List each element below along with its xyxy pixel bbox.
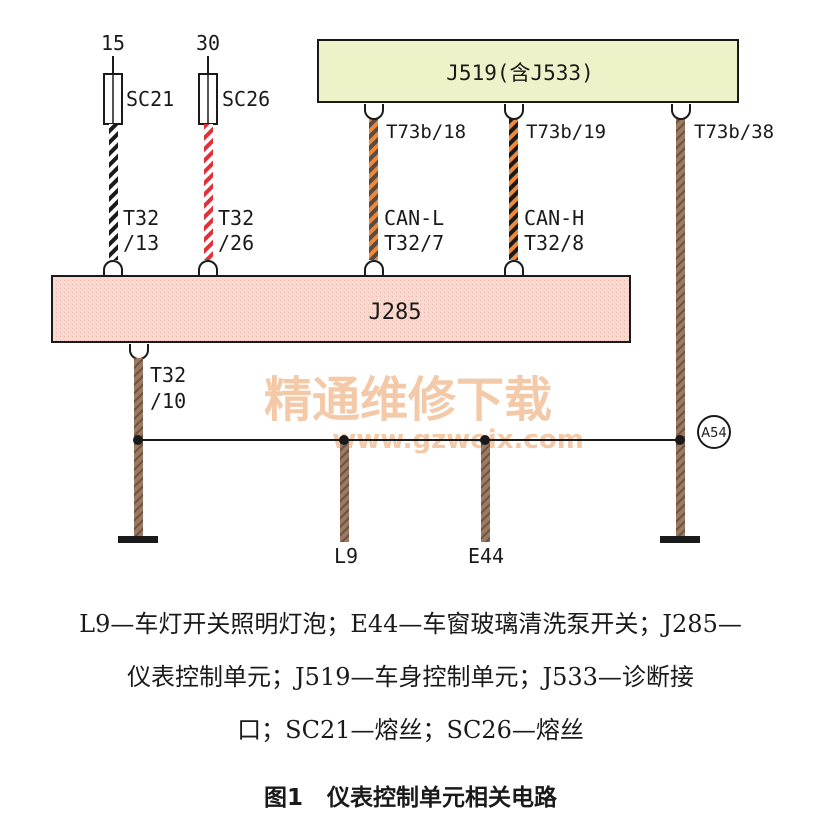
figure-number: 图1 — [263, 785, 303, 811]
fuse-sc26-label: SC26 — [222, 87, 270, 111]
module-j285-label: J285 — [369, 300, 422, 325]
pin-label-t32-10-b: /10 — [150, 389, 186, 413]
wire-sc26-red-white — [204, 124, 213, 260]
connector-t73b-19 — [504, 104, 524, 120]
connector-t32-8 — [504, 260, 524, 276]
legend-line-2: 仪表控制单元；J519—车身控制单元；J533—诊断接 — [127, 663, 694, 691]
terminal-30-label: 30 — [196, 31, 220, 55]
pin-label-t32-8: T32/8 — [524, 231, 584, 255]
terminal-15-label: 15 — [101, 31, 125, 55]
module-j285-box — [51, 275, 631, 343]
load-label-e44: E44 — [468, 544, 504, 568]
connector-t73b-18 — [364, 104, 384, 120]
pin-label-t73b-18: T73b/18 — [386, 121, 466, 143]
ground-bar-right — [660, 536, 700, 543]
pin-label-t73b-38: T73b/38 — [694, 121, 774, 143]
junction-dot-l9 — [339, 435, 349, 445]
wire-t73b-38-brown — [676, 118, 685, 538]
wire-sc21-black-white — [109, 124, 118, 260]
connector-t32-26 — [198, 260, 218, 276]
wire-e44-brown — [481, 442, 490, 542]
connector-t73b-38 — [671, 104, 691, 120]
wire-can-h-black-orange — [509, 118, 518, 260]
junction-dot-e44 — [480, 435, 490, 445]
circuit-diagram: 精通维修下载 www.gzweix.com 15 30 SC21 SC26 J5… — [51, 31, 774, 568]
pin-label-t32-10-a: T32 — [150, 363, 186, 387]
pin-label-t32-7: T32/7 — [384, 231, 444, 255]
module-j519-label: J519(含J533) — [446, 61, 593, 85]
legend-line-1: L9—车灯开关照明灯泡；E44—车窗玻璃清洗泵开关；J285— — [79, 610, 742, 638]
pin-label-t32-13-b: /13 — [123, 231, 159, 255]
pin-label-t73b-19: T73b/19 — [526, 121, 606, 143]
pin-label-can-l: CAN-L — [384, 206, 444, 230]
watermark-text: 精通维修下载 — [264, 372, 552, 428]
load-label-l9: L9 — [334, 544, 358, 568]
connector-t32-13 — [103, 260, 123, 276]
legend-line-3: 口；SC21—熔丝；SC26—熔丝 — [237, 716, 584, 744]
connector-t32-7 — [364, 260, 384, 276]
figure-title: 仪表控制单元相关电路 — [327, 785, 557, 811]
ground-point-a54-label: A54 — [701, 426, 726, 441]
pin-label-t32-13-a: T32 — [123, 206, 159, 230]
figure-caption: 图1 仪表控制单元相关电路 — [0, 778, 821, 812]
wire-l9-brown — [340, 442, 349, 542]
junction-dot-right — [675, 435, 685, 445]
figure-legend: L9—车灯开关照明灯泡；E44—车窗玻璃清洗泵开关；J285— 仪表控制单元；J… — [0, 598, 821, 757]
wire-can-l-orange-brown — [369, 118, 378, 260]
ground-bar-left — [118, 536, 158, 543]
ground-point-a54-circle — [697, 415, 731, 449]
junction-dot-left — [133, 435, 143, 445]
pin-label-can-h: CAN-H — [524, 206, 584, 230]
wire-t32-10-brown — [134, 358, 143, 538]
pin-label-t32-26-a: T32 — [218, 206, 254, 230]
module-j519-box — [317, 39, 739, 103]
connector-t32-10 — [129, 344, 149, 360]
fuse-sc21-label: SC21 — [126, 87, 174, 111]
pin-label-t32-26-b: /26 — [218, 231, 254, 255]
